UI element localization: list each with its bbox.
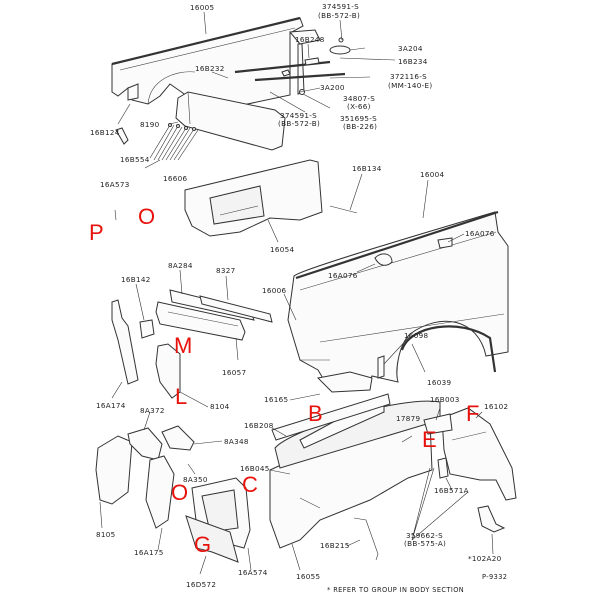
annotation-p: P [89,220,104,245]
annotation-letters: O P M L B F E C O G [89,204,479,557]
apron-16102 [441,407,517,501]
label-102a20: *102A20 [468,554,502,563]
label-16b003: 16B003 [430,395,460,404]
label-351695-s: 351695-S [340,114,377,123]
rod-16b134 [329,205,358,214]
label-16b124: 16B124 [90,128,120,137]
label-374591-s-mid: 374591-S [280,111,317,120]
label-3a204: 3A204 [398,44,423,53]
label-8a284: 8A284 [168,261,193,270]
apron-16054 [184,159,323,237]
label-16006: 16006 [262,286,286,295]
label-8a372: 8A372 [140,406,165,415]
annotation-l: L [175,384,187,409]
part-labels: 16005 374591-S (BB-572-B) 16B248 3A204 1… [90,2,508,589]
support-16057 [155,301,246,341]
label-16055: 16055 [296,572,320,581]
bracket-102a20 [477,505,506,533]
label-374591-s-top: 374591-S [322,2,359,11]
label-16165: 16165 [264,395,288,404]
label-16057: 16057 [222,368,246,377]
label-16a174: 16A174 [96,401,126,410]
bracket-16b003 [423,413,453,435]
label-16b142: 16B142 [121,275,151,284]
support-8105 [95,435,133,505]
label-16039: 16039 [427,378,451,387]
annotation-o-top: O [138,204,155,229]
bracket-8a350 [145,455,175,529]
bracket-16165 [316,371,373,393]
label-34807-s: 34807-S [343,94,375,103]
label-8104: 8104 [210,402,230,411]
clip-16b554 [115,127,129,145]
fender-upper-16005 [111,16,304,113]
support-8327 [199,295,273,323]
clips-16606 [149,123,199,161]
label-mm-140-e: (MM-140-E) [388,81,432,90]
label-3a200: 3A200 [320,83,345,92]
apron-16055 [269,400,441,549]
label-8190: 8190 [140,120,160,129]
label-x-66: (X-66) [347,102,371,111]
annotation-b: B [308,401,323,426]
bracket-16b571a [437,457,449,479]
annotation-g: G [194,532,211,557]
label-16a076-right: 16A076 [465,229,495,238]
annotation-f: F [466,401,479,426]
label-16b232: 16B232 [195,64,225,73]
leader-lines [99,11,494,575]
wheel-lip-16039 [400,325,497,373]
label-359662-s: 359662-S [406,531,443,540]
label-8327: 8327 [216,266,236,275]
label-bb-572-b-top: (BB-572-B) [318,11,360,20]
label-16098: 16098 [404,331,428,340]
label-8105: 8105 [96,530,116,539]
label-bb-226: (BB-226) [343,122,377,131]
label-bb-572-b-mid: (BB-572-B) [278,119,320,128]
label-16054: 16054 [270,245,294,254]
label-16a574: 16A574 [238,568,268,577]
annotation-m: M [174,333,192,358]
label-16102: 16102 [484,402,508,411]
label-16b134: 16B134 [352,164,382,173]
figure-id: P-9332 [482,573,507,581]
label-8a350: 8A350 [183,475,208,484]
annotation-e: E [422,427,437,452]
label-16b234: 16B234 [398,57,428,66]
label-16b248: 16B248 [295,35,325,44]
bracket-16b142 [139,319,155,339]
label-16b215: 16B215 [320,541,350,550]
annotation-o-bottom: O [171,480,188,505]
label-8a348: 8A348 [224,437,249,446]
label-16b045: 16B045 [240,464,270,473]
hood-hinge-assembly [234,29,351,95]
bracket-16098 [377,355,385,379]
bracket-8104 [155,343,181,399]
label-16b571a: 16B571A [434,486,469,495]
rod-16b215 [353,517,379,561]
label-16b554: 16B554 [120,155,150,164]
label-16a573: 16A573 [100,180,130,189]
label-17879: 17879 [396,414,420,423]
bracket-8a348 [161,425,195,451]
annotation-c: C [242,472,258,497]
label-16b208: 16B208 [244,421,274,430]
label-372116-s: 372116-S [390,72,427,81]
filler-16b208 [271,393,391,441]
label-16005: 16005 [190,3,214,12]
label-16d572: 16D572 [186,580,216,589]
label-16a175: 16A175 [134,548,164,557]
label-16606: 16606 [163,174,187,183]
splash-shield-8190 [175,91,286,151]
label-16004: 16004 [420,170,444,179]
label-16a076-left: 16A076 [328,271,358,280]
fender-main-16004 [287,210,509,391]
footnote: * REFER TO GROUP IN BODY SECTION [327,586,464,594]
label-bb-575-a: (BB-575-A) [404,539,446,548]
support-16a174 [111,299,139,385]
bracket-8a372 [127,427,163,461]
seal-16d572 [185,515,239,563]
